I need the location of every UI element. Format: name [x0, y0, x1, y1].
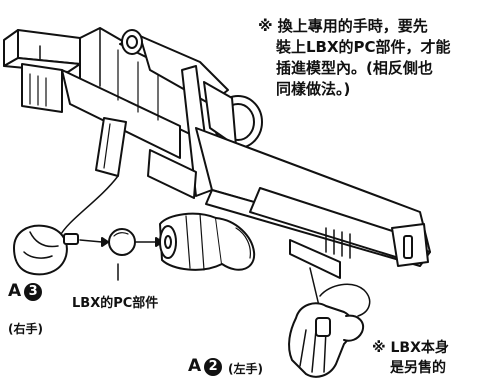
part-letter: A: [188, 356, 202, 376]
pc-part-illustration: [108, 228, 163, 256]
part-label-a3-side: (右手): [8, 322, 43, 336]
attachment-note: ※ 換上專用的手時，要先 裝上LBX的PC部件，才能 插進模型內。(相反側也 同…: [258, 16, 451, 100]
part-number-badge: 3: [24, 283, 43, 301]
attachment-note-line: ※ 換上專用的手時，要先: [258, 17, 428, 35]
right-hand-illustration: [13, 224, 109, 276]
rifle-grip: [95, 117, 127, 177]
attachment-note-line: 插進模型內。(相反側也: [276, 59, 433, 77]
part-label-a2-side: (左手): [228, 362, 263, 376]
rifle-barrel: [195, 127, 431, 279]
sold-separately-line: ※ LBX本身: [372, 340, 449, 356]
forearm-socket-illustration: [159, 212, 256, 271]
part-number-badge: 2: [204, 358, 223, 376]
sold-separately-line: 是另售的: [390, 360, 446, 376]
pc-part-label: LBX的PC部件: [72, 296, 159, 311]
left-hand-illustration: [288, 283, 371, 378]
part-letter: A: [8, 281, 22, 301]
sold-separately-note: ※ LBX本身 是另售的: [372, 338, 449, 378]
rifle-stock: [3, 29, 81, 113]
attachment-note-line: 同樣做法。): [276, 80, 351, 98]
attachment-note-line: 裝上LBX的PC部件，才能: [276, 38, 451, 56]
